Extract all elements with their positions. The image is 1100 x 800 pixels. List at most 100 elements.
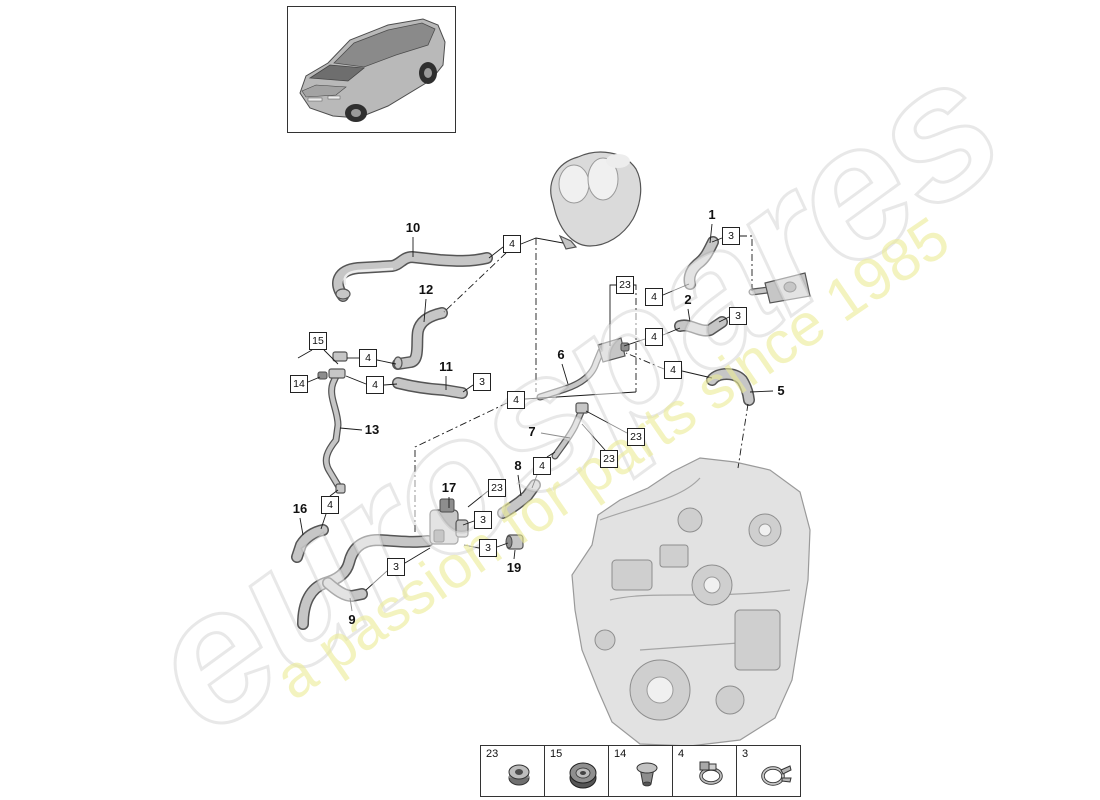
legend-item-label: 4 [678,748,685,760]
leader-line [320,513,327,530]
legend-item-label: 3 [742,748,749,760]
coolant-reservoir [550,151,642,250]
hose-clamp-icon [699,761,723,785]
ref-box-3[interactable]: 3 [722,227,740,245]
callout-16[interactable]: 16 [292,501,308,516]
ref-box-23[interactable]: 23 [488,479,506,497]
leader-line [297,349,313,359]
ref-box-23[interactable]: 23 [627,428,645,446]
ref-box-3[interactable]: 3 [473,373,491,391]
leader-line [423,298,427,323]
ref-box-4[interactable]: 4 [366,376,384,394]
legend-item-14[interactable]: 14 [609,746,673,796]
legend-item-3[interactable]: 3 [737,746,800,796]
ref-box-3[interactable]: 3 [479,539,497,557]
callout-9[interactable]: 9 [348,612,356,627]
leader-line [520,237,564,245]
ref-box-3[interactable]: 3 [387,558,405,576]
callout-11[interactable]: 11 [439,359,453,374]
callout-5[interactable]: 5 [777,383,785,398]
hose-1 [683,236,719,290]
leader-line [383,383,398,386]
leader-line [463,544,480,549]
callout-8[interactable]: 8 [514,458,522,473]
leader-line [524,391,637,400]
ref-box-14[interactable]: 14 [290,375,308,393]
ref-box-4[interactable]: 4 [645,288,663,306]
legend-item-label: 14 [614,748,627,760]
leader-line [662,283,690,296]
callout-6[interactable]: 6 [557,347,565,362]
ref-box-4[interactable]: 4 [321,496,339,514]
leader-line [404,547,431,564]
legend-item-15[interactable]: 15 [545,746,609,796]
ref-box-15[interactable]: 15 [309,332,327,350]
ref-box-4[interactable]: 4 [664,361,682,379]
callout-leader-lines [299,223,774,612]
ref-box-4[interactable]: 4 [359,349,377,367]
callout-1[interactable]: 1 [708,207,716,222]
leader-line [531,474,538,489]
callout-17[interactable]: 17 [441,480,457,495]
reference-leader-lines [297,235,753,591]
leader-line [488,246,504,259]
leader-line [299,517,304,536]
large-grommet-icon [569,762,597,789]
leader-line [462,520,475,526]
leader-line [581,423,606,451]
callout-13[interactable]: 13 [364,422,380,437]
leader-line [749,390,774,393]
leader-line [625,352,665,370]
leader-line [609,284,616,346]
hose-9 [297,534,434,630]
callout-10[interactable]: 10 [405,220,421,235]
callout-2[interactable]: 2 [684,292,692,307]
leader-line [517,474,522,497]
pipe-13 [317,351,348,494]
ref-box-23[interactable]: 23 [616,276,634,294]
leader-line [376,359,397,365]
ref-box-4[interactable]: 4 [507,391,525,409]
leader-line [345,375,367,385]
leader-line [462,384,474,393]
legend-item-4[interactable]: 4 [673,746,737,796]
ref-box-4[interactable]: 4 [645,328,663,346]
ref-box-3[interactable]: 3 [474,511,492,529]
callout-7[interactable]: 7 [528,424,536,439]
leader-line [709,223,713,244]
hose-2 [674,316,728,337]
leader-line [365,570,388,591]
valve-17 [429,498,469,545]
hose-8 [497,479,541,519]
small-parts-legend: 23 15 14 4 [480,745,801,797]
hose-10 [332,251,493,302]
callout-19[interactable]: 19 [506,560,522,575]
leader-line [323,349,339,365]
grommet-icon [508,764,530,786]
legend-item-label: 23 [486,748,499,760]
legend-item-23[interactable]: 23 [481,746,545,796]
leader-line [623,338,646,347]
leader-line [513,549,516,560]
leader-line [740,235,753,291]
leader-line [467,490,489,508]
ref-box-23[interactable]: 23 [600,450,618,468]
leader-line [662,327,681,336]
callout-12[interactable]: 12 [418,282,434,297]
engine-block [571,457,811,747]
leader-line [546,451,556,458]
part-19 [505,534,524,550]
ref-box-4[interactable]: 4 [533,457,551,475]
flange-connector [748,272,811,304]
hose-11 [392,377,468,399]
ref-box-4[interactable]: 4 [503,235,521,253]
pipe-7 [551,402,589,460]
leader-line [711,237,723,243]
leader-line [718,316,730,323]
hose-5 [706,368,755,406]
ref-box-3[interactable]: 3 [729,307,747,325]
leader-line [561,363,569,385]
leader-line [349,597,353,612]
